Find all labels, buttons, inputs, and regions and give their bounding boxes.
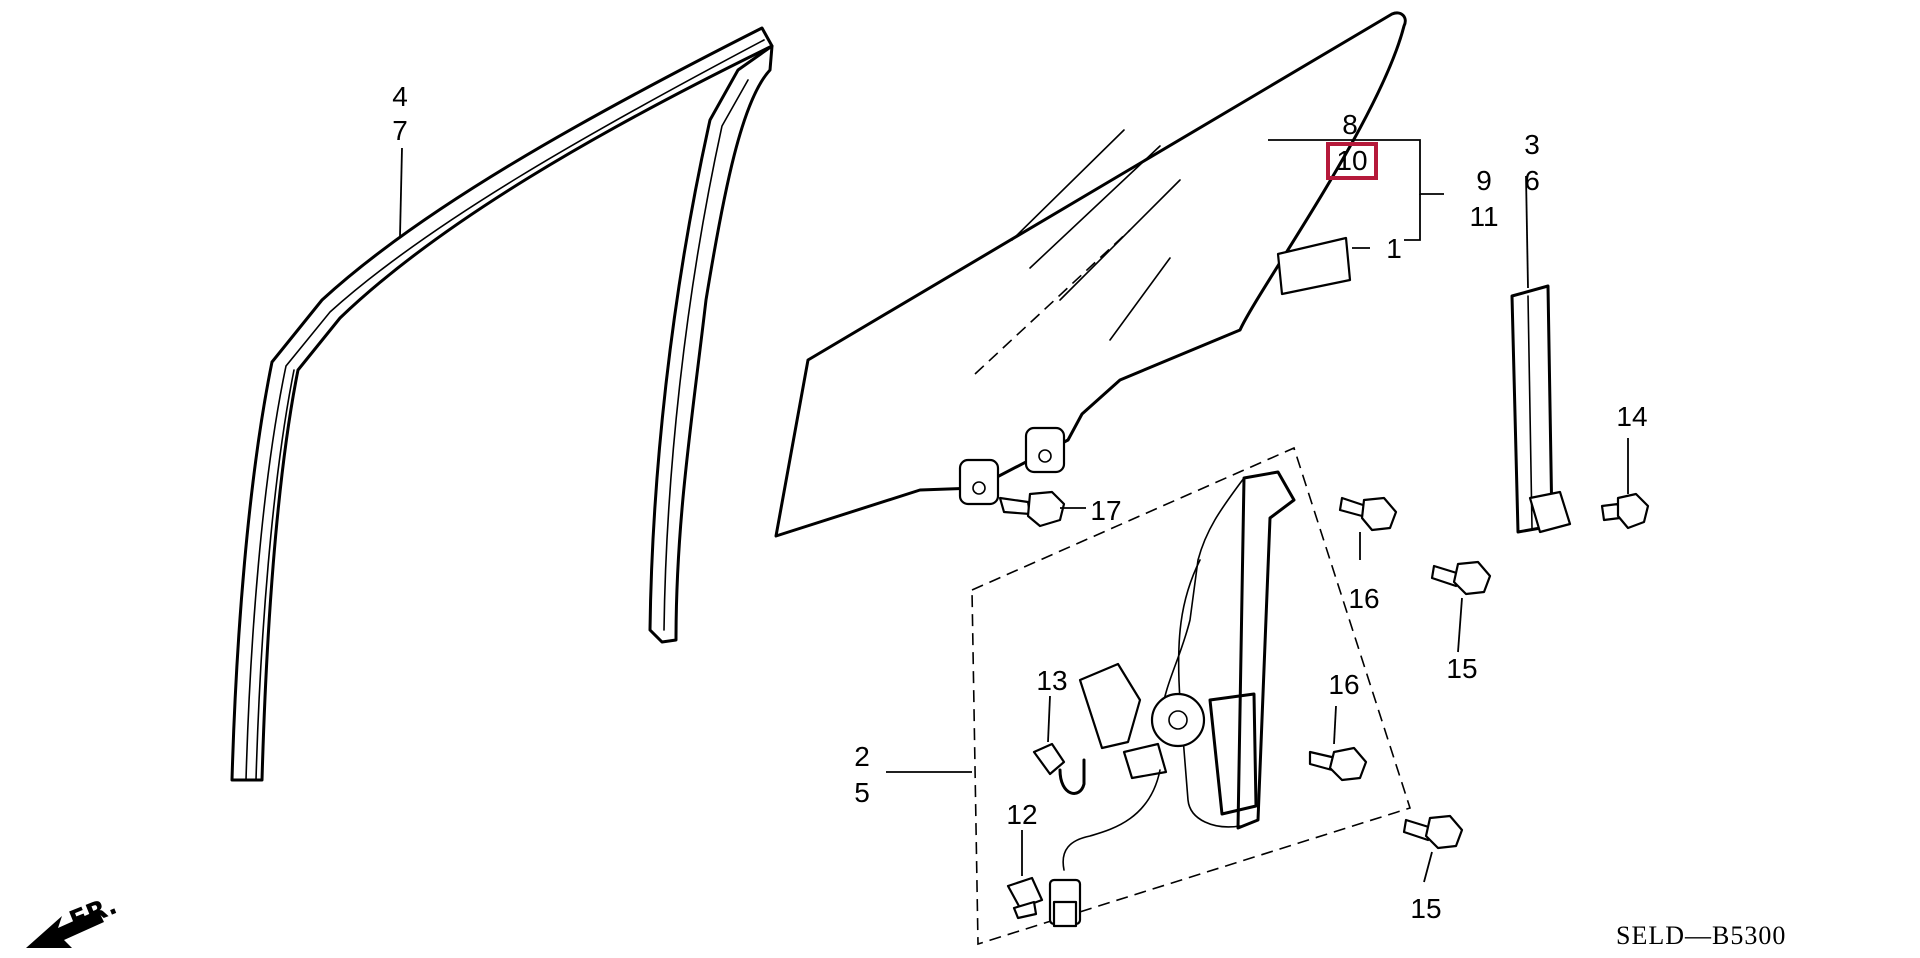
callout-12: 12 — [1006, 799, 1037, 830]
callout-15-lower: 15 — [1410, 893, 1441, 924]
bolt-16-upper[interactable] — [1338, 496, 1398, 532]
glass-label[interactable] — [1276, 236, 1352, 296]
direction-label: FR. — [65, 891, 121, 937]
callout-14: 14 — [1616, 401, 1647, 432]
callout-9: 9 — [1476, 165, 1492, 196]
callout-10: 10 — [1336, 145, 1367, 176]
callout-7: 7 — [392, 115, 408, 146]
door-glass[interactable] — [774, 11, 1407, 538]
callout-16-upper: 16 — [1348, 583, 1379, 614]
callout-1: 1 — [1386, 233, 1402, 264]
callout-5: 5 — [854, 777, 870, 808]
bolt-15-upper[interactable] — [1430, 560, 1492, 596]
callout-15-upper: 15 — [1446, 653, 1477, 684]
arrow-icon — [26, 910, 104, 948]
bolt-16-lower[interactable] — [1308, 746, 1368, 782]
callout-3: 3 — [1524, 129, 1540, 160]
callout-2: 2 — [854, 741, 870, 772]
front-direction-indicator: FR. — [26, 891, 121, 948]
callouts: 4 7 8 10 9 11 1 3 6 14 17 16 16 15 15 13… — [392, 81, 1647, 924]
connector-clip[interactable] — [1006, 876, 1044, 920]
run-channel[interactable] — [230, 26, 774, 782]
callout-4: 4 — [392, 81, 408, 112]
rear-channel[interactable] — [1510, 284, 1572, 534]
callout-8: 8 — [1342, 109, 1358, 140]
callout-17: 17 — [1090, 495, 1121, 526]
bolt-14[interactable] — [1600, 492, 1650, 530]
harness-clip[interactable] — [1032, 742, 1086, 795]
bolt-17[interactable] — [998, 490, 1066, 528]
callout-16-lower: 16 — [1328, 669, 1359, 700]
diagram-code: SELD—B5300 — [1616, 921, 1786, 950]
highlight-box[interactable] — [1326, 142, 1378, 180]
leader-lines — [399, 139, 1629, 883]
callout-13: 13 — [1036, 665, 1067, 696]
callout-6: 6 — [1524, 165, 1540, 196]
window-regulator[interactable] — [971, 446, 1412, 946]
callout-11: 11 — [1469, 201, 1498, 232]
bolt-15-lower[interactable] — [1402, 814, 1464, 850]
